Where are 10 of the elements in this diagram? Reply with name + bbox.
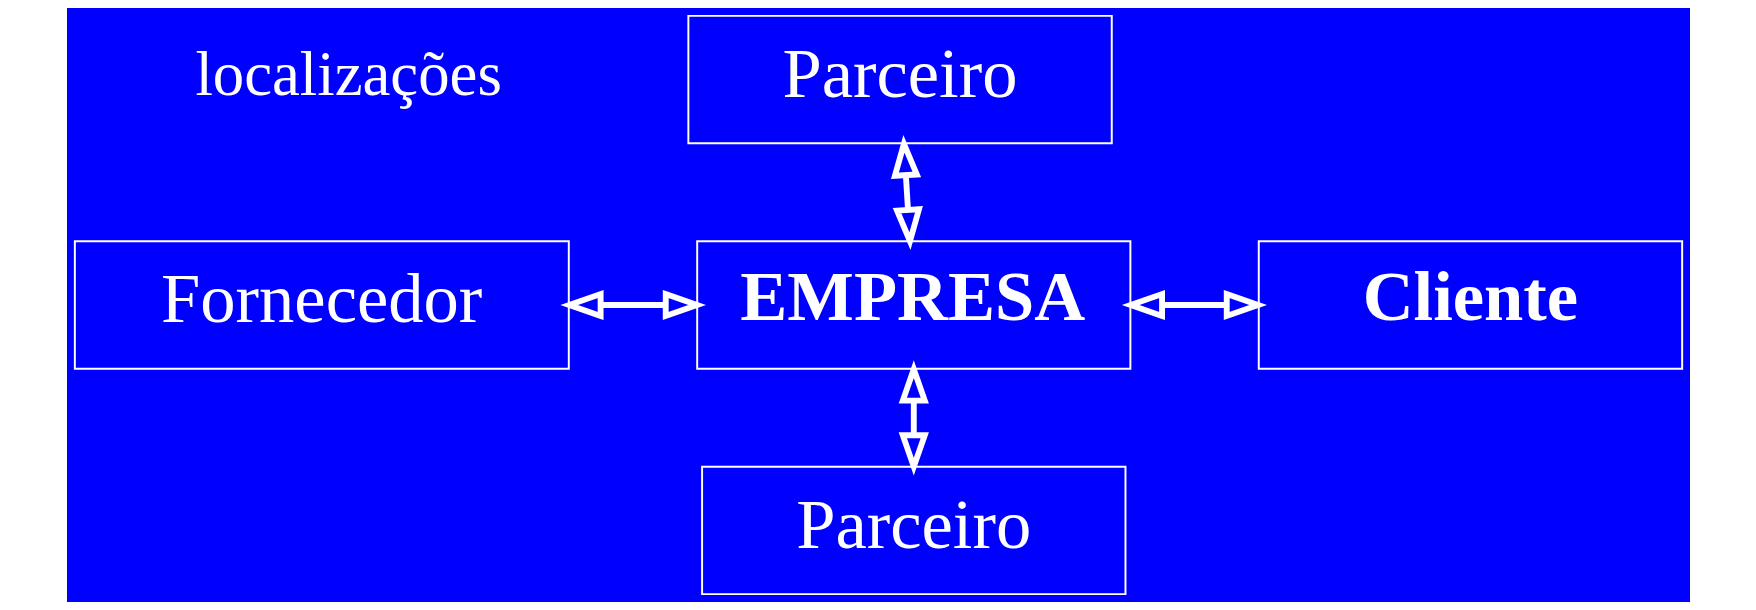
node-box: Parceiro xyxy=(686,14,1113,145)
node-box: EMPRESA xyxy=(695,240,1131,370)
node-box: Parceiro xyxy=(700,465,1126,596)
arrow xyxy=(1121,289,1267,321)
node-box: Cliente xyxy=(1257,240,1683,370)
arrow xyxy=(898,360,929,476)
arrow xyxy=(559,289,706,321)
label: localizações xyxy=(194,39,502,110)
node-box: Fornecedor xyxy=(73,240,570,370)
arrow xyxy=(890,134,923,251)
